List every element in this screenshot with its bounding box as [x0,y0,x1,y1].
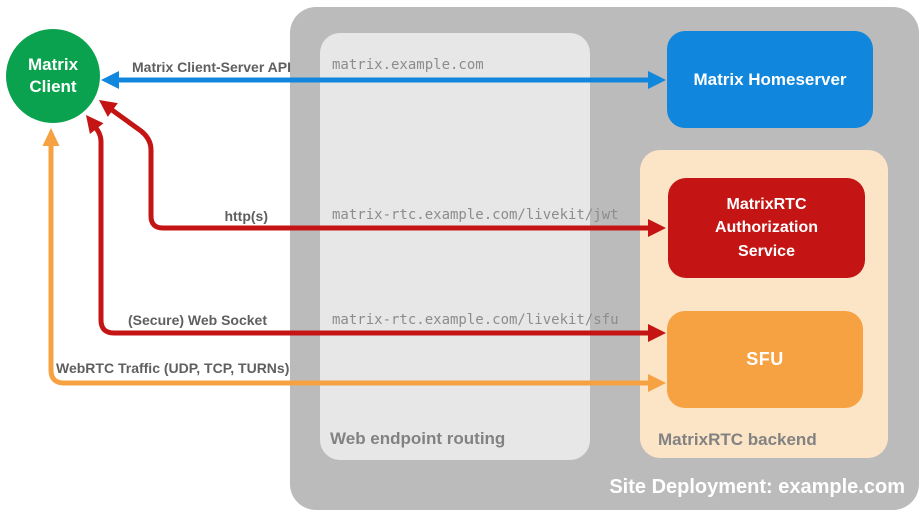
matrix-client-node: Matrix Client [6,29,100,123]
matrixrtc-authorization-service-node: MatrixRTC Authorization Service [668,178,865,278]
matrixrtc-backend-label: MatrixRTC backend [658,430,817,449]
web-endpoint-routing-container: Web endpoint routing [320,33,590,460]
site-deployment-label: Site Deployment: example.com [609,476,905,498]
sfu-endpoint-url: matrix-rtc.example.com/livekit/sfu [332,312,619,328]
web-socket-label: (Secure) Web Socket [128,312,268,328]
client-server-api-arrowhead-left-icon [101,71,119,89]
https-label: http(s) [224,208,268,224]
web-socket-arrowhead-left-icon [86,115,104,134]
matrixrtc-authorization-service-label: MatrixRTC Authorization Service [714,196,819,260]
sfu-label: SFU [746,349,784,369]
homeserver-endpoint-url: matrix.example.com [332,57,484,73]
matrix-client-label: Matrix Client [27,54,79,96]
webrtc-traffic-arrowhead-top-icon [42,128,60,146]
web-endpoint-routing-label: Web endpoint routing [330,429,506,448]
webrtc-traffic-label: WebRTC Traffic (UDP, TCP, TURNs) [56,360,290,376]
client-server-api-label: Matrix Client-Server API [132,59,291,75]
jwt-endpoint-url: matrix-rtc.example.com/livekit/jwt [332,207,619,223]
matrix-homeserver-node: Matrix Homeserver [667,31,873,128]
https-arrowhead-left-icon [99,100,118,117]
matrix-homeserver-label: Matrix Homeserver [693,69,847,89]
sfu-node: SFU [667,311,863,408]
